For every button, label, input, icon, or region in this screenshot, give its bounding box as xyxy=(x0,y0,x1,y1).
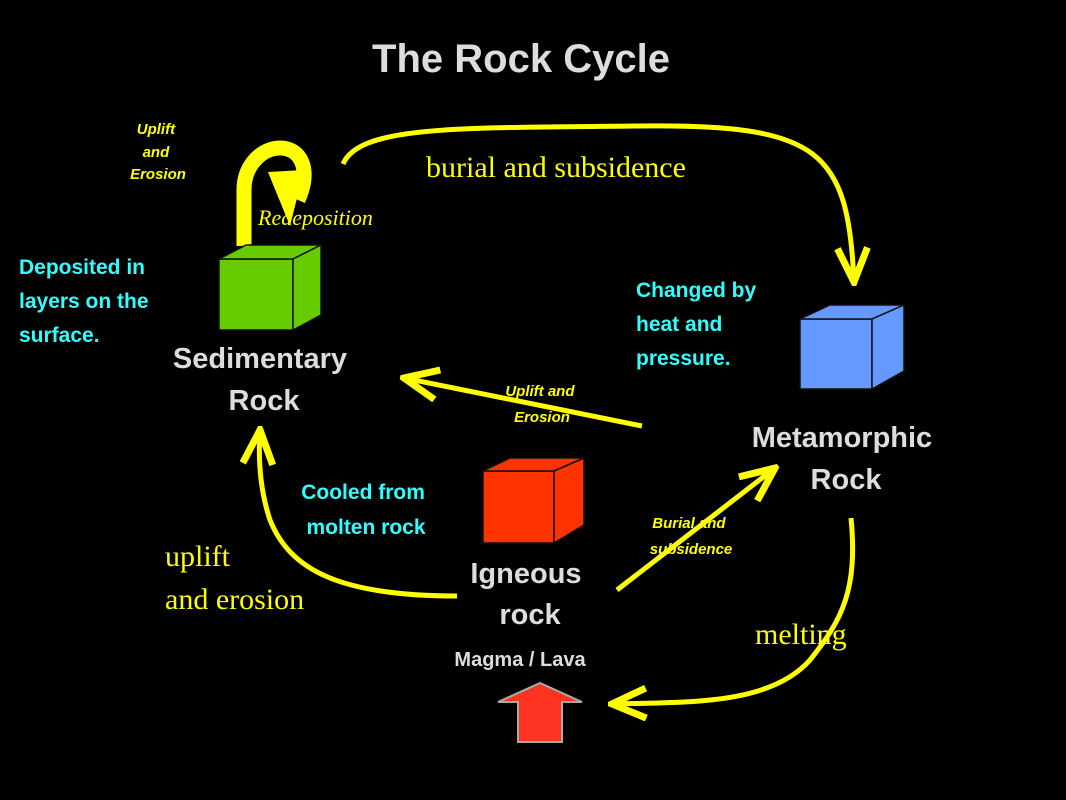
uplift-erosion-top-label: Uplift and Erosion xyxy=(130,121,186,183)
redeposition-arrowhead xyxy=(268,170,304,226)
burial-subsidence-top-arrow xyxy=(340,123,854,282)
sedimentary-description-line1: Deposited in xyxy=(19,256,145,279)
burial-subsidence-middle-label: Burial and subsidence xyxy=(650,515,733,558)
uplift-erosion-top-line2: and xyxy=(143,144,171,161)
metamorphic-rock-label: Metamorphic Rock xyxy=(752,422,941,496)
metamorphic-to-sedimentary-arrow xyxy=(404,378,643,429)
metamorphic-label-line1: Metamorphic xyxy=(752,422,932,454)
uplift-erosion-left-line2: and erosion xyxy=(165,583,304,616)
burial-subsidence-top-label: burial and subsidence xyxy=(426,151,686,184)
uplift-erosion-left-label: uplift and erosion xyxy=(165,540,304,616)
metamorphic-description-line1: Changed by xyxy=(636,279,756,302)
igneous-rock-label: Igneous rock xyxy=(470,558,589,631)
uplift-erosion-top-line1: Uplift xyxy=(137,121,176,138)
sedimentary-label-line1: Sedimentary xyxy=(173,343,347,375)
uplift-erosion-middle-label: Uplift and Erosion xyxy=(505,383,578,426)
igneous-label-line2: rock xyxy=(499,599,561,631)
igneous-description-line2: molten rock xyxy=(306,516,425,539)
page-title: The Rock Cycle xyxy=(372,37,670,81)
metamorphic-description-line2: heat and xyxy=(636,313,722,336)
melting-label: melting xyxy=(755,618,847,651)
igneous-to-metamorphic-arrow xyxy=(615,468,775,592)
burial-subsidence-middle-line2: subsidence xyxy=(650,541,733,558)
igneous-cube xyxy=(482,456,585,545)
sedimentary-rock-label: Sedimentary Rock xyxy=(173,343,355,417)
sedimentary-description-line3: surface. xyxy=(19,324,100,347)
igneous-description-line1: Cooled from xyxy=(301,481,425,504)
metamorphic-description-line3: pressure. xyxy=(636,347,731,370)
igneous-label-line1: Igneous xyxy=(470,558,581,590)
uplift-erosion-middle-line1: Uplift and xyxy=(505,383,575,400)
uplift-erosion-middle-line2: Erosion xyxy=(514,409,570,426)
redeposition-label: Redeposition xyxy=(257,205,373,230)
redeposition-loop-arrow xyxy=(236,140,312,246)
sedimentary-cube xyxy=(218,243,322,332)
metamorphic-cube xyxy=(799,303,905,391)
magma-up-arrow xyxy=(497,681,583,743)
melting-arrow xyxy=(612,517,856,704)
igneous-description: Cooled from molten rock xyxy=(301,481,431,539)
metamorphic-description: Changed by heat and pressure. xyxy=(636,279,762,370)
sedimentary-description-line2: layers on the xyxy=(19,290,149,313)
metamorphic-label-line2: Rock xyxy=(811,464,883,496)
uplift-erosion-left-line1: uplift xyxy=(165,540,231,573)
igneous-to-sedimentary-arrow xyxy=(259,430,458,599)
sedimentary-label-line2: Rock xyxy=(229,385,301,417)
uplift-erosion-top-line3: Erosion xyxy=(130,166,186,183)
magma-lava-label: Magma / Lava xyxy=(454,649,586,671)
burial-subsidence-middle-line1: Burial and xyxy=(652,515,726,532)
sedimentary-description: Deposited in layers on the surface. xyxy=(19,256,154,347)
